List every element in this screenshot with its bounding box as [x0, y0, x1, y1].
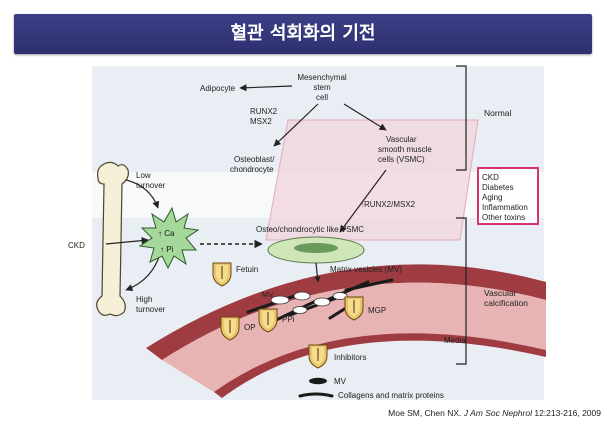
high-turnover-label-1: High: [136, 295, 152, 304]
fetuin-label: Fetuin: [236, 265, 258, 274]
normal-label: Normal: [484, 108, 512, 118]
ckd-label: CKD: [68, 241, 85, 250]
mesenchymal-label-2: stem: [313, 83, 331, 92]
adipocyte-label: Adipocyte: [200, 84, 236, 93]
mgp-label: MGP: [368, 306, 386, 315]
risk-factor-4: Other toxins: [482, 213, 525, 222]
legend-mv-label: MV: [334, 377, 347, 386]
runx2-label: RUNX2: [250, 107, 278, 116]
low-turnover-label-2: turnover: [136, 181, 166, 190]
risk-factor-3: Inflammation: [482, 203, 528, 212]
mv-in-vessel-label: MV: [262, 290, 273, 299]
vsmc-sheet: [266, 120, 478, 240]
risk-factor-2: Aging: [482, 193, 502, 202]
legend-collagens-label: Collagens and matrix proteins: [338, 391, 444, 400]
media-label: Media: [444, 336, 466, 345]
vsmc-label-1: Vascular: [386, 135, 417, 144]
vsmc-label-2: smooth muscle: [378, 145, 432, 154]
vsmc-label-3: cells (VSMC): [378, 155, 425, 164]
risk-factor-1: Diabetes: [482, 183, 514, 192]
runx2-msx2-label: ↑RUNX2/MSX2: [360, 200, 416, 209]
citation-authors: Moe SM, Chen NX.: [388, 408, 461, 418]
low-turnover-label-1: Low: [136, 171, 151, 180]
citation-journal: J Am Soc Nephrol: [464, 408, 532, 418]
citation: Moe SM, Chen NX. J Am Soc Nephrol 12:213…: [388, 408, 601, 418]
calcification-label-2: calcification: [484, 298, 528, 308]
citation-pages: 12:213-216, 2009: [534, 408, 601, 418]
ca-label: ↑ Ca: [158, 229, 175, 238]
legend-inhibitors-label: Inhibitors: [334, 353, 366, 362]
ppi-label: PPi: [282, 315, 295, 324]
osteo-vsmc-nucleus: [294, 243, 338, 253]
high-turnover-label-2: turnover: [136, 305, 166, 314]
pi-label: ↑ Pi: [160, 245, 174, 254]
legend-mv-icon: [309, 378, 327, 384]
mesenchymal-label-1: Mesenchymal: [297, 73, 347, 82]
matrix-vesicles-label: Matrix vesicles (MV): [330, 265, 402, 274]
risk-factor-0: CKD: [482, 173, 499, 182]
msx2-label: MSX2: [250, 117, 272, 126]
osteoblast-label-1: Osteoblast/: [234, 155, 275, 164]
calcification-label-1: Vascular: [484, 288, 517, 298]
op-label: OP: [244, 323, 256, 332]
osteoblast-label-2: chondrocyte: [230, 165, 274, 174]
mesenchymal-label-3: cell: [316, 93, 328, 102]
osteo-vsmc-label: Osteo/chondrocytic like VSMC: [256, 225, 364, 234]
